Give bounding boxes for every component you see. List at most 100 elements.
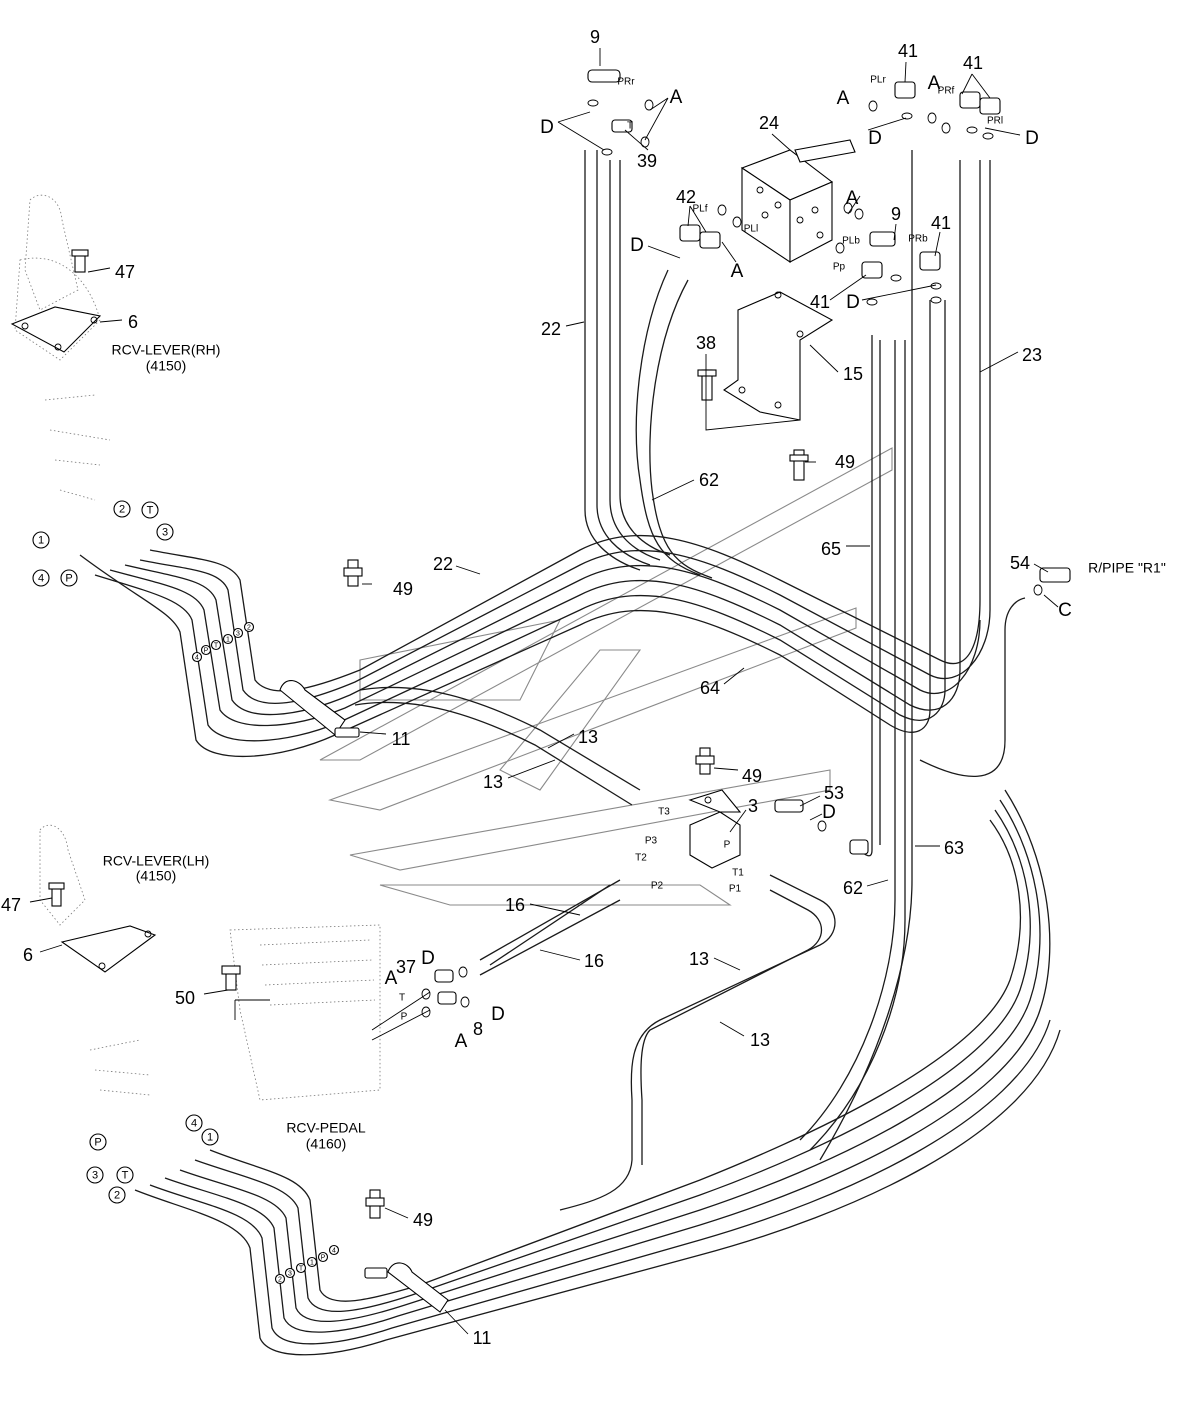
part-callout: 62: [843, 878, 863, 898]
o-rings: [421, 99, 1043, 1018]
assembly-caption: R/PIPE "R1": [1088, 560, 1166, 576]
part-callout: 47: [1, 895, 21, 915]
part-callout: 42: [676, 187, 696, 207]
part-callout: A: [385, 968, 398, 989]
port-label: P: [401, 1012, 408, 1023]
hose-mark-label: P: [204, 647, 209, 654]
hose-mark-label: 1: [310, 1259, 314, 1266]
part-callout: A: [670, 87, 683, 108]
part-callout: 49: [413, 1210, 433, 1230]
fittings: [434, 69, 1071, 1005]
assembly-caption: (4150): [136, 868, 176, 884]
port-marker-circle: [86, 1166, 104, 1184]
port-label: T2: [635, 853, 647, 864]
part-callout: A: [455, 1031, 468, 1052]
port-label: P2: [651, 881, 664, 892]
part-callout: 64: [700, 678, 720, 698]
port-marker-label: 1: [207, 1131, 213, 1143]
part-callout: 6: [23, 945, 33, 965]
part-callout: 23: [1022, 345, 1042, 365]
part-callout: A: [731, 261, 744, 282]
part-callout: 13: [689, 949, 709, 969]
part-callout: 54: [1010, 553, 1030, 573]
part-callout: 47: [115, 262, 135, 282]
part-callout: 3: [748, 796, 758, 816]
hose-mark-circle: [295, 1262, 307, 1274]
part-callout: 49: [393, 579, 413, 599]
hose-mark-label: 1: [226, 636, 230, 643]
part-callout: 41: [810, 292, 830, 312]
part-callout: 6: [128, 312, 138, 332]
port-marker-circle: [108, 1186, 126, 1204]
part-callout: 16: [505, 895, 525, 915]
part-callout: 41: [898, 41, 918, 61]
port-label: Pp: [833, 262, 846, 273]
port-label: P3: [645, 836, 658, 847]
port-marker-label: 3: [162, 526, 168, 538]
port-marker-label: 3: [92, 1169, 98, 1181]
part-callout: 41: [963, 53, 983, 73]
assembly-caption: RCV-LEVER(LH): [103, 853, 210, 869]
hose-mark-circle: [243, 621, 255, 633]
hose-mark-label: T: [214, 642, 219, 649]
part-callout: 50: [175, 988, 195, 1008]
hose-mark-label: T: [299, 1265, 304, 1272]
part-callout: D: [822, 802, 836, 823]
part-callout: 13: [750, 1030, 770, 1050]
part-callout: D: [868, 128, 882, 149]
assembly-caption: RCV-LEVER(RH): [112, 342, 221, 358]
port-label: PRf: [938, 86, 955, 97]
part-callout: 39: [637, 151, 657, 171]
assembly-captions: RCV-LEVER(RH)(4150)RCV-LEVER(LH)(4150)RC…: [103, 342, 1166, 1152]
part-callout: 15: [843, 364, 863, 384]
hose-mark-label: 2: [278, 1276, 282, 1283]
hose-mark-circle: [317, 1251, 329, 1263]
clamp-lower: [364, 1262, 449, 1313]
part-callout: D: [1025, 128, 1039, 149]
hose-mark-circle: [328, 1244, 340, 1256]
port-marker-label: 4: [191, 1117, 197, 1129]
port-marker-circle: [156, 523, 174, 541]
port-label: PLr: [870, 75, 886, 86]
part-callout: A: [837, 88, 850, 109]
part-callout: 24: [759, 113, 779, 133]
port-marker-circle: [32, 531, 50, 549]
part-callout: 63: [944, 838, 964, 858]
hose-mark-label: 4: [332, 1247, 336, 1254]
part-callout: C: [1058, 600, 1072, 621]
part-callout: 49: [835, 452, 855, 472]
hose-mark-circle: [191, 651, 203, 663]
main-valve-block: [740, 139, 856, 264]
part-callout: D: [846, 292, 860, 313]
part-callout: 62: [699, 470, 719, 490]
leader-lines: [29, 48, 1059, 1335]
hose-mark-label: 3: [288, 1270, 292, 1277]
part-callout: A: [846, 188, 859, 209]
hose-mark-circle: [210, 639, 222, 651]
part-callout: 49: [742, 766, 762, 786]
port-label: PRl: [987, 116, 1003, 127]
clamp-upper: [279, 680, 360, 738]
port-marker-circle: [113, 500, 131, 518]
hose-mark-circle: [306, 1256, 318, 1268]
hose-mark-label: 2: [247, 624, 251, 631]
bolts: [343, 369, 809, 1219]
port-label: PRb: [908, 234, 928, 245]
port-marker-label: P: [65, 572, 72, 584]
port-label: T1: [732, 868, 744, 879]
port-label: P: [724, 840, 731, 851]
part-callout: D: [421, 948, 435, 969]
manifold: [688, 789, 742, 869]
port-marker-label: 1: [38, 534, 44, 546]
port-marker-circle: [32, 569, 50, 587]
port-label: PLb: [842, 236, 860, 247]
assembly-caption: (4150): [146, 358, 186, 374]
part-callout: 13: [483, 772, 503, 792]
hose-mark-circle: [200, 644, 212, 656]
part-callout: 13: [578, 727, 598, 747]
part-callout: 37: [396, 957, 416, 977]
rcv-lever-lh: [39, 824, 157, 1096]
port-marker-circle: [60, 569, 78, 587]
